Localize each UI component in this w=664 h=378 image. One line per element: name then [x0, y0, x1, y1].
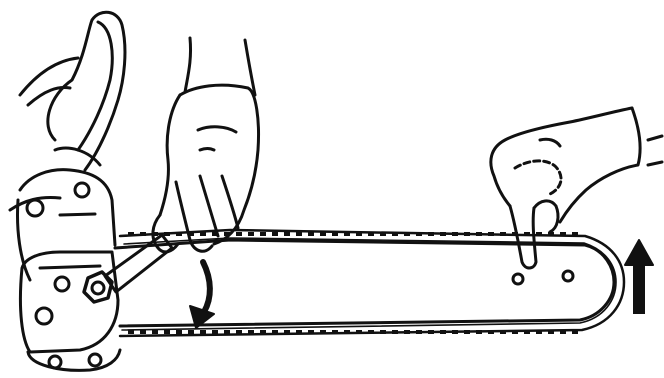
chain-tooth [164, 330, 170, 334]
chain-tooth [296, 232, 302, 236]
chain-tooth [248, 232, 254, 236]
chain-tooth [356, 330, 362, 334]
chain-tooth [524, 232, 530, 236]
chain-tooth [200, 232, 206, 236]
chain-tooth [428, 330, 434, 334]
chain-tooth [284, 232, 290, 236]
chain-tooth [188, 232, 194, 236]
chain-tooth [428, 232, 434, 236]
chain-tooth [236, 232, 242, 236]
left-gloved-hand-holding-wrench [153, 38, 259, 252]
chain-tooth [128, 330, 134, 334]
guide-bar [115, 240, 614, 326]
chain-tooth [176, 232, 182, 236]
chain-tooth [212, 330, 218, 334]
chain-tooth [536, 232, 542, 236]
chain-tooth [212, 232, 218, 236]
chain-tooth [248, 330, 254, 334]
chain-tooth [332, 330, 338, 334]
chain-tooth [392, 232, 398, 236]
chain-tooth [224, 330, 230, 334]
chain-tooth [176, 330, 182, 334]
chain-tooth [440, 232, 446, 236]
chain-tooth [452, 232, 458, 236]
chainsaw-body [10, 12, 125, 370]
chain-tooth [308, 232, 314, 236]
rotation-arrow-icon [190, 262, 214, 328]
chain-tooth [560, 232, 566, 236]
chain-tooth [380, 232, 386, 236]
chain-tooth [296, 330, 302, 334]
chain-tooth [464, 232, 470, 236]
chain-tooth [140, 330, 146, 334]
chain-tooth [320, 232, 326, 236]
chain-tooth [488, 330, 494, 334]
chain-tooth [272, 232, 278, 236]
chain-tooth [152, 232, 158, 236]
chain-tooth [200, 330, 206, 334]
chain-tooth [560, 330, 566, 334]
chain-tooth [404, 330, 410, 334]
chain-tooth [188, 330, 194, 334]
chain-tooth [164, 232, 170, 236]
chain-tooth [128, 232, 134, 236]
chain-tooth [404, 232, 410, 236]
chain-tooth [224, 232, 230, 236]
chain-tooth [524, 330, 530, 334]
chain-tooth [344, 232, 350, 236]
chain-tooth [368, 232, 374, 236]
chain-tooth [392, 330, 398, 334]
chain-tooth [416, 330, 422, 334]
chain-tooth [440, 330, 446, 334]
chain-tooth [260, 330, 266, 334]
chain-tooth [500, 330, 506, 334]
chain-tooth [320, 330, 326, 334]
chain-tooth [500, 232, 506, 236]
chain-tooth [572, 330, 578, 334]
chain-tooth [140, 232, 146, 236]
chain-tooth [488, 232, 494, 236]
chain-tooth [464, 330, 470, 334]
chain-tooth [308, 330, 314, 334]
chain-tooth [452, 330, 458, 334]
chain-tooth [380, 330, 386, 334]
chain-tooth [284, 330, 290, 334]
chain-tooth [332, 232, 338, 236]
chain-tooth [572, 232, 578, 236]
chain-tooth [368, 330, 374, 334]
chain-tooth [344, 330, 350, 334]
chain-tooth [416, 232, 422, 236]
chain-tooth [476, 330, 482, 334]
chain-tooth [272, 330, 278, 334]
chain-tooth [536, 330, 542, 334]
chain-tooth [152, 330, 158, 334]
chain-tooth [236, 330, 242, 334]
chain-tooth [260, 232, 266, 236]
chain-tooth [512, 330, 518, 334]
chain-tooth [476, 232, 482, 236]
chain-tooth [356, 232, 362, 236]
up-arrow-icon [625, 240, 653, 314]
chain-tooth [548, 330, 554, 334]
